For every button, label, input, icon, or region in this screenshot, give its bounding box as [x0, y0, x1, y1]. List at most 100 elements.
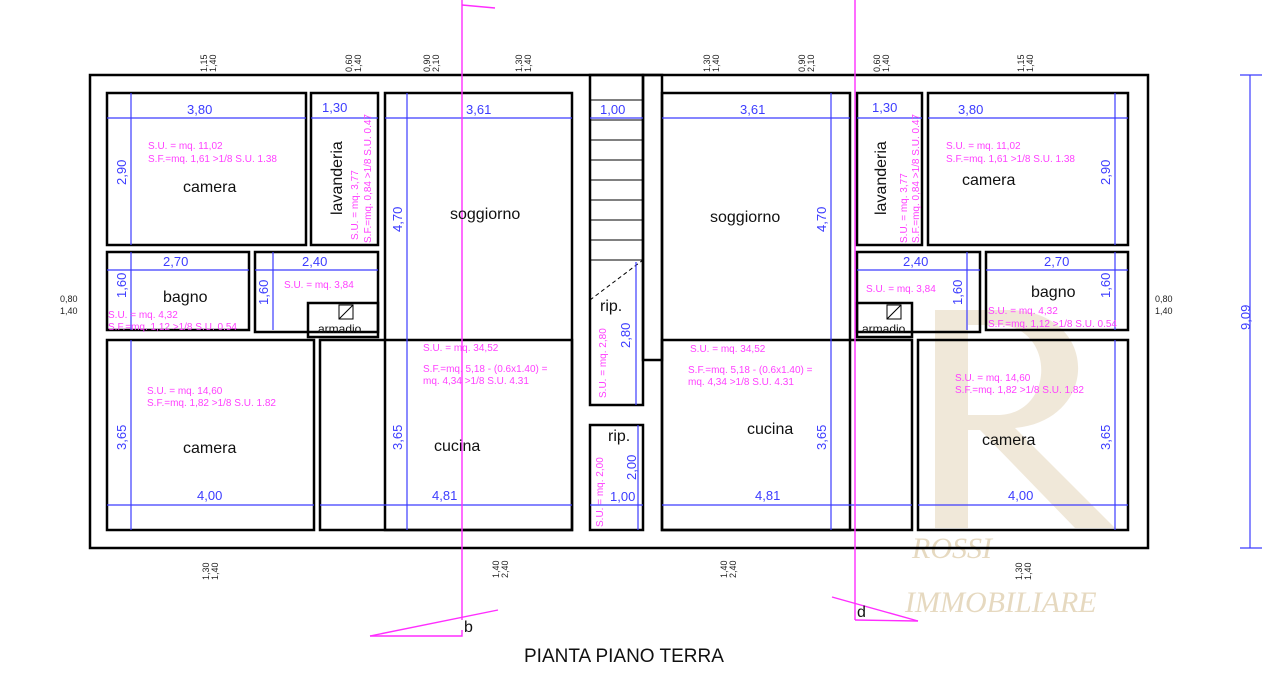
annotation-text: S.U. = mq. 11,02: [946, 141, 1021, 152]
annotation-text: 2,10: [806, 54, 816, 72]
annotation-text: 1,30: [702, 54, 712, 72]
annotation-text: 3,65: [814, 425, 829, 450]
room-label-bagno: bagno: [1031, 284, 1076, 301]
annotation-text: S.F.=mq. 5,18 - (0.6x1.40) =: [423, 364, 548, 375]
room-label-camera: camera: [962, 172, 1015, 189]
annotation-text: 1,30: [322, 100, 347, 115]
annotation-text: S.U. = mq. 3,84: [284, 280, 354, 291]
annotation-text: 1,40: [210, 562, 220, 580]
annotation-text: 2,70: [163, 254, 188, 269]
annotation-text: 1,40: [523, 54, 533, 72]
annotation-text: S.U. = mq. 14,60: [147, 386, 223, 397]
room-label-soggiorno: soggiorno: [450, 206, 520, 223]
annotation-text: 4,81: [432, 488, 457, 503]
dimension-lines: [107, 74, 1262, 549]
section-lines: [369, 0, 919, 637]
annotation-text: 1,30: [201, 562, 211, 580]
room-label-armadio: armadio: [862, 322, 906, 336]
annotation-text: S.U. = mq. 34,52: [423, 343, 499, 354]
annotation-text: 0,90: [422, 54, 432, 72]
annotation-text: S.U. = mq. 4,32: [108, 310, 178, 321]
annotation-text: 1,60: [1098, 273, 1113, 298]
annotation-text: S.F.=mq. 1,12 >1/8 S.U. 0.54: [108, 322, 237, 333]
annotation-text: 1,40: [711, 54, 721, 72]
room-label-camera: camera: [183, 440, 236, 457]
right-unit-labels: soggiorno 3,61 4,70 S.U. = mq. 34,52 S.F…: [688, 100, 1117, 503]
annotation-text: mq. 4,34 >1/8 S.U. 4.31: [423, 376, 529, 387]
annotation-text: 3,61: [466, 102, 491, 117]
annotation-text: 3,80: [958, 102, 983, 117]
annotation-text: 0,90: [797, 54, 807, 72]
annotation-text: S.F.=mq. 1,82 >1/8 S.U. 1.82: [955, 385, 1084, 396]
annotation-text: 1,60: [114, 273, 129, 298]
annotation-text: S.U. = mq. 14,60: [955, 373, 1031, 384]
room-label-lavanderia: lavanderia: [873, 141, 890, 215]
annotation-text: 3,61: [740, 102, 765, 117]
annotation-text: S.F.=mq. 1,61 >1/8 S.U. 1.38: [946, 154, 1075, 165]
annotation-text: S.U. = mq. 2,80: [598, 328, 609, 398]
annotation-text: 1,15: [199, 54, 209, 72]
annotation-text: S.U. = mq. 34,52: [690, 344, 766, 355]
annotation-text: S.F.=mq. 1,61 >1/8 S.U. 1.38: [148, 154, 277, 165]
annotation-text: S.U. = mq. 4,32: [988, 306, 1058, 317]
room-label-cucina: cucina: [434, 438, 480, 455]
annotation-text: 3,65: [114, 425, 129, 450]
annotation-text: 2,90: [1098, 160, 1113, 185]
watermark-r-shape: [935, 310, 1115, 528]
annotation-text: 1,60: [256, 280, 271, 305]
annotation-text: 3,80: [187, 102, 212, 117]
stair-labels: 1,00 rip. 2,80 S.U. = mq. 2,80 rip. 1,00…: [595, 102, 639, 527]
annotation-text: 1,40: [60, 306, 78, 316]
annotation-text: 1,40: [719, 560, 729, 578]
annotation-text: 2,40: [302, 254, 327, 269]
left-unit-walls: [105, 91, 574, 532]
annotation-text: S.F.=mq. 0,84 >1/8 S.U. 0.47: [363, 114, 374, 243]
annotation-text: S.F.=mq. 1,12 >1/8 S.U. 0.54: [988, 319, 1117, 330]
annotation-text: 1,30: [1014, 562, 1024, 580]
section-marker-b: b: [464, 619, 473, 636]
room-label-lavanderia: lavanderia: [329, 141, 346, 215]
room-label-rip: rip.: [608, 428, 630, 445]
annotation-text: IMMOBILIARE: [904, 586, 1097, 619]
annotation-text: 2,40: [728, 560, 738, 578]
right-unit-walls: [660, 91, 1130, 532]
annotation-text: 4,81: [755, 488, 780, 503]
annotation-text: S.U. = mq. 3,77: [350, 170, 361, 240]
room-label-camera: camera: [982, 432, 1035, 449]
annotation-text: 2,10: [431, 54, 441, 72]
annotation-text: 1,40: [881, 54, 891, 72]
overall-height-dimension: 9,09: [1238, 305, 1253, 330]
annotation-text: 2,80: [618, 323, 633, 348]
annotation-text: S.U. = mq. 11,02: [148, 141, 223, 152]
annotation-text: 0,80: [60, 294, 78, 304]
side-window-annotations: 0,80 1,40 0,80 1,40: [60, 294, 1173, 316]
annotation-text: S.F.=mq. 5,18 - (0.6x1.40) =: [688, 365, 813, 376]
watermark-logo: ROSSI IMMOBILIARE: [904, 310, 1115, 619]
annotation-text: 2,40: [500, 560, 510, 578]
annotation-text: 1,40: [208, 54, 218, 72]
room-label-rip: rip.: [600, 298, 622, 315]
annotation-text: S.F.=mq. 1,82 >1/8 S.U. 1.82: [147, 398, 276, 409]
annotation-text: 0,60: [344, 54, 354, 72]
room-label-soggiorno: soggiorno: [710, 209, 780, 226]
annotation-text: 4,00: [197, 488, 222, 503]
annotation-text: S.U. = mq. 3,84: [866, 284, 936, 295]
annotation-text: 1,15: [1016, 54, 1026, 72]
annotation-text: 4,70: [390, 207, 405, 232]
annotation-text: 0,80: [1155, 294, 1173, 304]
annotation-text: 1,00: [600, 102, 625, 117]
annotation-text: 1,40: [1023, 562, 1033, 580]
annotation-text: 2,00: [624, 455, 639, 480]
annotation-text: 3,65: [390, 425, 405, 450]
room-label-camera: camera: [183, 179, 236, 196]
annotation-text: mq. 4,34 >1/8 S.U. 4.31: [688, 377, 794, 388]
annotation-text: S.F.=mq. 0,84 >1/8 S.U. 0.47: [911, 114, 922, 243]
annotation-text: S.U. = mq. 2,00: [595, 457, 606, 527]
annotation-text: 1,40: [1025, 54, 1035, 72]
annotation-text: 2,90: [114, 160, 129, 185]
room-label-armadio: armadio: [318, 322, 362, 336]
annotation-text: 1,00: [610, 489, 635, 504]
